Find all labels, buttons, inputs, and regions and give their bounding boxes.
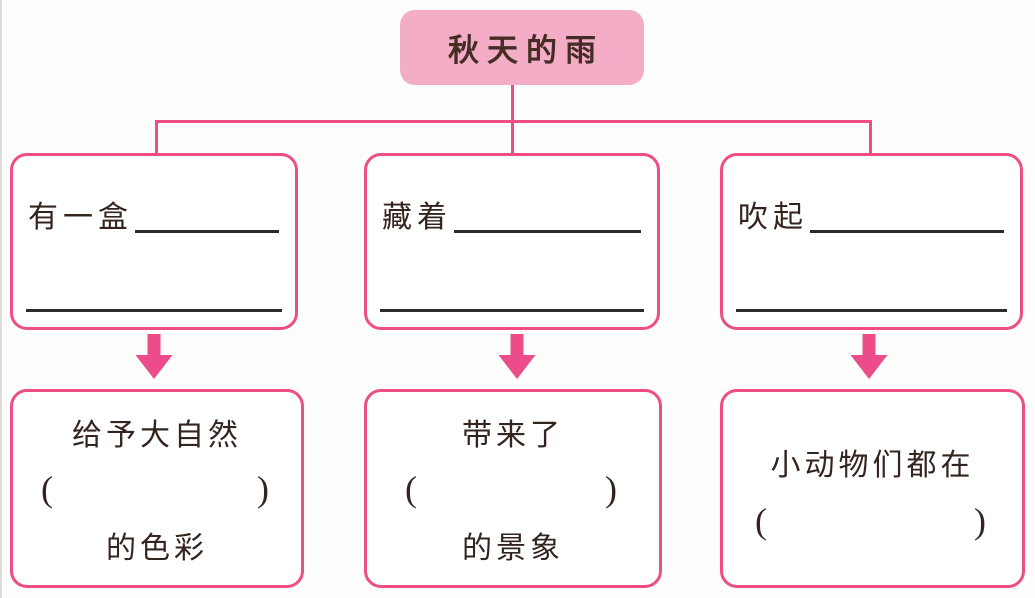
prompt-row: 藏着 bbox=[382, 200, 641, 236]
connector-drop-left bbox=[155, 120, 158, 155]
down-arrow-icon bbox=[497, 334, 537, 380]
prompt-row: 吹起 bbox=[738, 200, 1004, 236]
paren-close: ) bbox=[974, 500, 986, 541]
result-top-text: 带来了 bbox=[462, 418, 564, 452]
blank-line bbox=[135, 200, 279, 233]
paren-blank: ( ) bbox=[367, 468, 659, 509]
connector-crossbar bbox=[155, 120, 872, 123]
branch-box-2: 藏着 bbox=[364, 153, 660, 330]
paren-open: ( bbox=[405, 468, 417, 509]
down-arrow-icon bbox=[849, 334, 889, 380]
prompt-label-2: 藏着 bbox=[382, 201, 452, 234]
blank-line bbox=[454, 200, 641, 233]
blank-line bbox=[380, 309, 644, 312]
paren-close: ) bbox=[257, 468, 269, 509]
paren-open: ( bbox=[755, 500, 767, 541]
blank-line bbox=[810, 200, 1004, 233]
paren-open: ( bbox=[41, 468, 53, 509]
prompt-label-1: 有一盒 bbox=[28, 201, 133, 234]
root-node: 秋天的雨 bbox=[400, 10, 644, 85]
result-top-text: 小动物们都在 bbox=[770, 448, 975, 482]
result-box-3: 小动物们都在 ( ) bbox=[720, 389, 1025, 588]
blank-line bbox=[26, 309, 282, 312]
result-content: 给予大自然 ( ) 的色彩 bbox=[13, 392, 301, 585]
branch-box-1: 有一盒 bbox=[10, 153, 298, 330]
prompt-row: 有一盒 bbox=[28, 200, 279, 236]
prompt-label-3: 吹起 bbox=[738, 201, 808, 234]
result-bottom-text: 的景象 bbox=[462, 532, 564, 566]
result-top-text: 给予大自然 bbox=[72, 418, 242, 452]
down-arrow-icon bbox=[134, 334, 174, 380]
result-content: 小动物们都在 ( ) bbox=[723, 392, 1022, 585]
paren-close: ) bbox=[605, 468, 617, 509]
blank-line bbox=[736, 309, 1007, 312]
result-box-1: 给予大自然 ( ) 的色彩 bbox=[10, 389, 304, 588]
paren-blank: ( ) bbox=[13, 468, 301, 509]
paren-blank: ( ) bbox=[723, 500, 1022, 541]
branch-box-3: 吹起 bbox=[720, 153, 1023, 330]
result-content: 带来了 ( ) 的景象 bbox=[367, 392, 659, 585]
connector-drop-right bbox=[869, 120, 872, 155]
result-bottom-text: 的色彩 bbox=[106, 532, 208, 566]
result-box-2: 带来了 ( ) 的景象 bbox=[364, 389, 662, 588]
root-label: 秋天的雨 bbox=[448, 33, 604, 68]
